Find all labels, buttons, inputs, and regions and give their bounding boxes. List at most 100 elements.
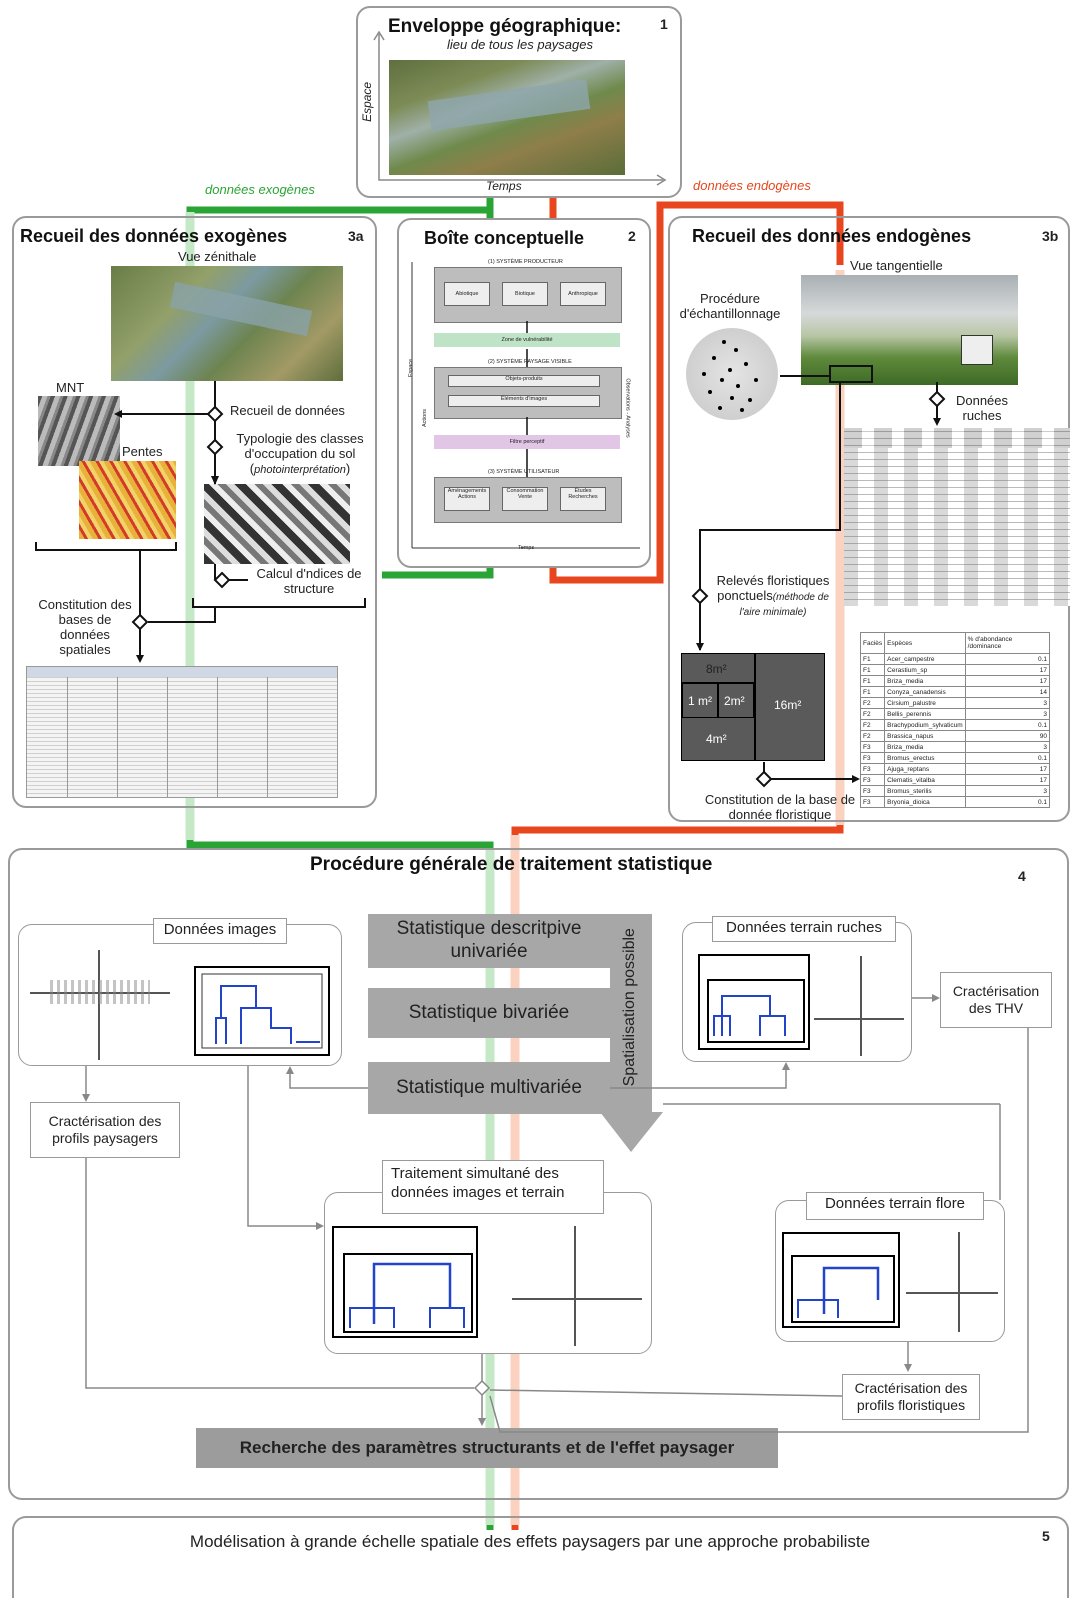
panel1-subtitle: lieu de tous les paysages xyxy=(447,37,593,52)
stat-bivariee: Statistique bivariée xyxy=(368,988,610,1038)
anthropique-box: Anthropique xyxy=(560,282,606,306)
releves-methode: (méthode de l'aire minimale) xyxy=(739,591,829,618)
typologie-text: Typologie des classes d'occupation du so… xyxy=(236,431,364,461)
label-calcul-indices: Calcul d'ndices de structure xyxy=(256,566,362,596)
dendrogram-ruches-svg xyxy=(707,979,805,1043)
label-donnees-terrain-flore: Données terrain flore xyxy=(806,1192,984,1220)
dendrogram-ruches xyxy=(698,954,810,1050)
flora-cell-facies: F2 xyxy=(859,719,886,731)
label-donnees-endogenes: données endogènes xyxy=(693,178,811,193)
elements-box: Éléments d'images xyxy=(448,395,600,407)
etudes-box: Études Recherches xyxy=(560,487,606,511)
panel2-title: Boîte conceptuelle xyxy=(424,228,585,248)
axis-temps: Temps xyxy=(486,179,522,193)
sys1-label: (1) SYSTÈME PRODUCTEUR xyxy=(488,259,563,265)
dendrogram-traitement xyxy=(332,1226,478,1338)
panel5-number: 5 xyxy=(1042,1528,1050,1544)
box-caracterisation-profils-paysagers: Cractérisation des profils paysagers xyxy=(30,1102,180,1158)
label-typologie: Typologie des classes d'occupation du so… xyxy=(236,431,364,476)
flora-table: Faciès Espèces % d'abondance /dominance … xyxy=(859,632,1051,808)
label-constitution-floristique: Constitution de la base de donnée floris… xyxy=(704,792,856,822)
minimal-area-squares: 8m² 1 m² 2m² 4m² 16m² xyxy=(681,653,825,761)
sampling-circle xyxy=(686,328,778,420)
aerial-photo-zenithal xyxy=(111,266,343,381)
panel4-number: 4 xyxy=(1018,868,1026,884)
dendrogram-traitement-svg xyxy=(343,1253,473,1333)
label-donnees-terrain-ruches: Données terrain ruches xyxy=(712,916,896,942)
label-traitement-simultane: Traitement simultané des données images … xyxy=(382,1160,604,1214)
scatter-traitement xyxy=(512,1226,642,1346)
label-mnt: MNT xyxy=(56,380,85,395)
dendrogram-flore xyxy=(782,1232,900,1328)
scatter-images xyxy=(30,950,170,1060)
label-donnees-images: Données images xyxy=(153,918,287,944)
stat-univariee: Statistique descritpive univariée xyxy=(368,914,610,968)
stat-multivariee: Statistique multivariée xyxy=(368,1062,610,1114)
mnt-image xyxy=(38,396,120,466)
label-vue-zenithale: Vue zénithale xyxy=(178,249,257,264)
scatter-flore xyxy=(906,1232,998,1332)
label-constitution-spatiales: Constitution des bases de données spatia… xyxy=(38,597,132,657)
label-releves-floristiques: Relevés floristiques ponctuels(méthode d… xyxy=(706,573,840,619)
panel1-title: Enveloppe géographique: xyxy=(388,16,622,37)
objets-box: Objets-produits xyxy=(448,375,600,387)
abiotique-box: Abiotique xyxy=(444,282,490,306)
sample-points xyxy=(702,340,758,412)
amenagement-box: Aménagements Actions xyxy=(444,487,490,511)
label-procedure-echantillonnage: Procédure d'échantillonnage xyxy=(679,291,781,321)
label-donnees-exogenes: données exogènes xyxy=(205,182,315,197)
panel-traitement-statistique xyxy=(8,848,1069,1500)
ruches-table-image xyxy=(844,428,1070,606)
panel5-text: Modélisation à grande échelle spatiale d… xyxy=(189,1532,871,1551)
flora-cell-espece: Bryonia_dioica xyxy=(884,796,966,808)
panel1-number: 1 xyxy=(660,16,668,32)
releves-text: Relevés floristiques ponctuels xyxy=(716,573,830,603)
dendrogram-images xyxy=(194,966,330,1056)
panel-modelisation xyxy=(12,1516,1069,1598)
sys2-label: (2) SYSTÈME PAYSAGE VISIBLE xyxy=(488,359,572,365)
square-4m2: 4m² xyxy=(706,732,727,746)
panel3b-title: Recueil des données endogènes xyxy=(692,226,972,246)
panel3a-title: Recueil des données exogènes xyxy=(20,226,288,246)
aerial-photo-oblique xyxy=(389,60,625,175)
panel2-number: 2 xyxy=(628,228,636,244)
square-8m2: 8m² xyxy=(706,662,727,676)
panel3b-number: 3b xyxy=(1042,228,1059,244)
consommation-box: Consommation Vente xyxy=(502,487,548,511)
filtre-perceptif: Filtre perceptif xyxy=(434,435,620,449)
zone-vulnerabilite: Zone de vulnérabilité xyxy=(434,333,620,347)
pentes-image xyxy=(79,461,176,539)
label-vue-tangentielle: Vue tangentielle xyxy=(850,258,943,273)
square-1m2: 1 m² xyxy=(688,694,712,708)
dendrogram-images-svg xyxy=(201,973,323,1049)
biotique-box: Biotique xyxy=(502,282,548,306)
spreadsheet-image xyxy=(26,666,338,798)
flora-cell-abondance: 0.1 xyxy=(964,796,1051,808)
square-2m2: 2m² xyxy=(724,694,745,708)
flora-cell-facies: F3 xyxy=(859,785,886,797)
typologie-photo: photointerprétation xyxy=(254,463,346,476)
concept-diagram: (1) SYSTÈME PRODUCTEUR Abiotique Biotiqu… xyxy=(408,255,644,555)
panel4-title: Procédure générale de traitement statist… xyxy=(310,854,713,875)
square-16m2: 16m² xyxy=(774,698,802,712)
box-caracterisation-floristique: Cractérisation des profils floristiques xyxy=(842,1374,980,1420)
label-pentes: Pentes xyxy=(122,444,163,459)
panel-recueil-exogenes xyxy=(12,216,377,808)
landscape-photo-tangential xyxy=(801,275,1018,385)
flora-cell-facies: F3 xyxy=(859,796,886,808)
label-donnees-ruches: Données ruches xyxy=(955,393,1009,423)
dendrogram-flore-svg xyxy=(791,1255,895,1323)
recherche-parametres-structurants: Recherche des paramètres structurants et… xyxy=(196,1428,778,1468)
box-caracterisation-thv: Cractérisation des THV xyxy=(940,972,1052,1028)
